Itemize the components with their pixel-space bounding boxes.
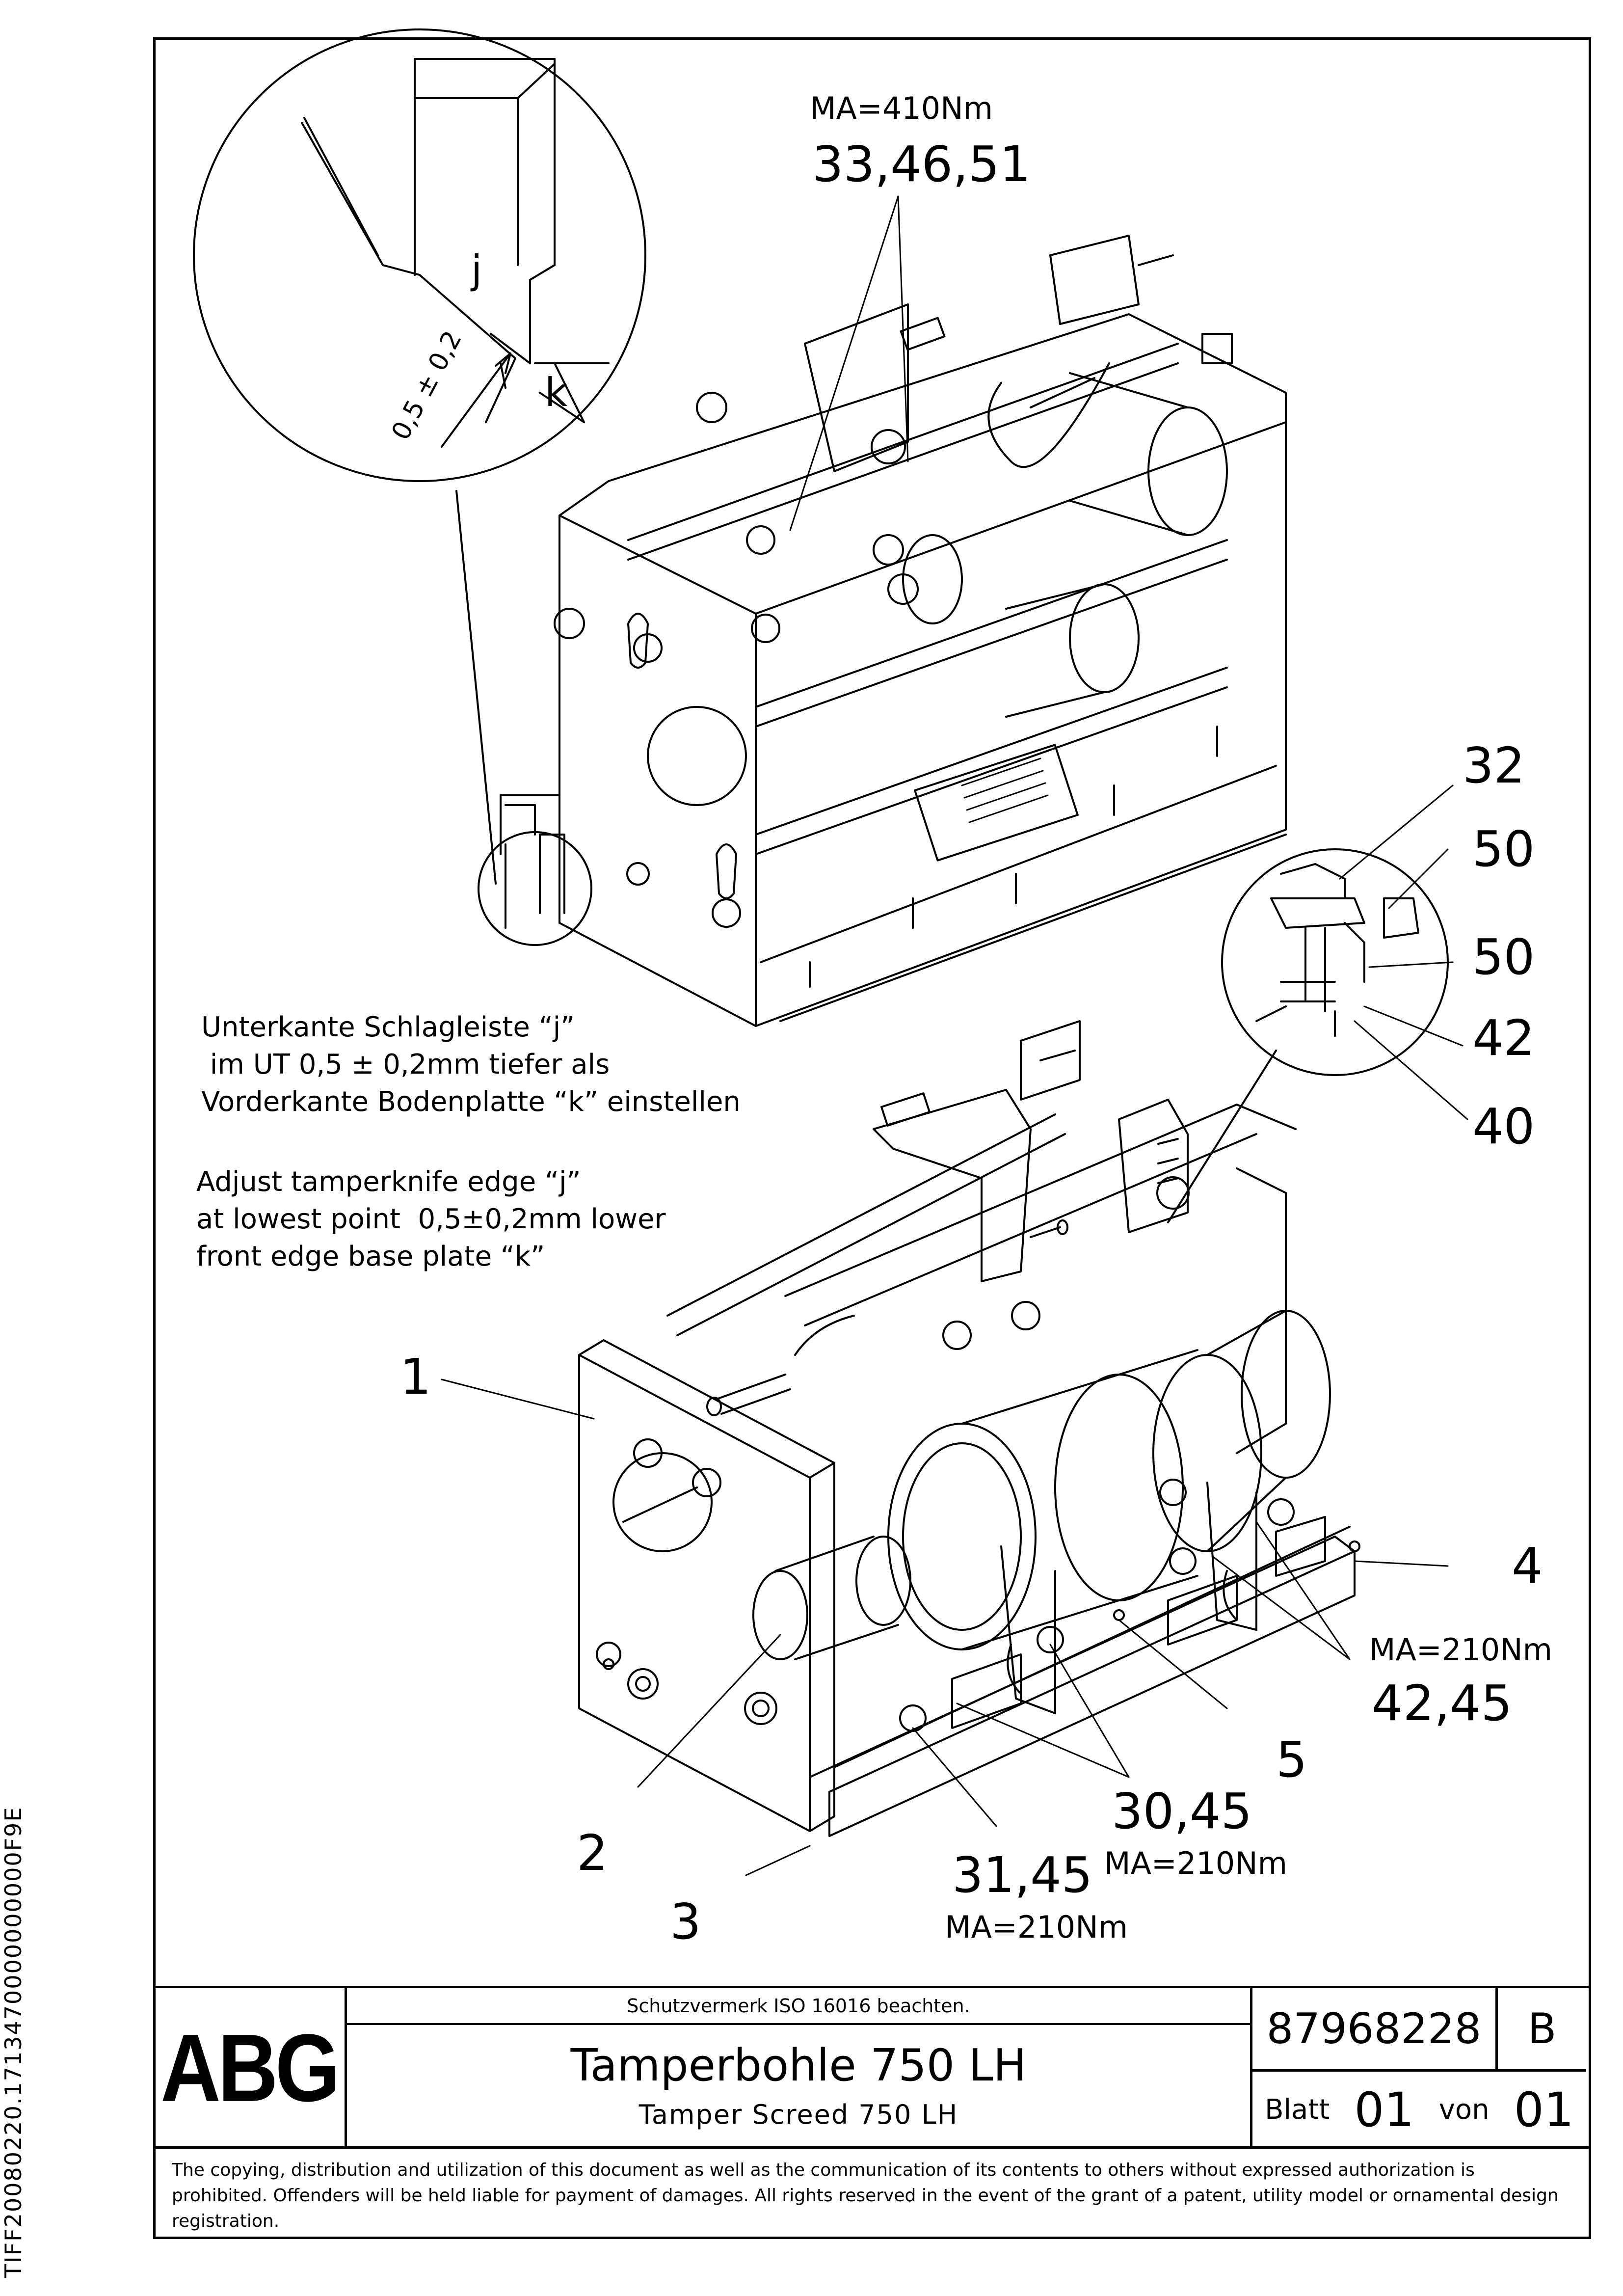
drawing-number: 87968228 xyxy=(1266,2004,1482,2053)
part-number-30-45: 30,45 xyxy=(1112,1783,1252,1840)
part-number-3: 3 xyxy=(670,1893,701,1950)
detail-circle-small xyxy=(478,804,592,946)
sheet-cell: Blatt 01 von 01 xyxy=(1252,2072,1586,2148)
copyright-notice: The copying, distribution and utilizatio… xyxy=(172,2160,1559,2231)
detail-circle-right xyxy=(1167,848,1449,1223)
of-label: von xyxy=(1438,2094,1490,2126)
part-number-4: 4 xyxy=(1512,1537,1543,1594)
revision: B xyxy=(1527,2004,1557,2053)
detail-circle-top-left xyxy=(193,28,646,885)
title-english: Tamper Screed 750 LH xyxy=(639,2099,958,2130)
sheet-value: 01 xyxy=(1354,2082,1414,2137)
part-number-50-upper: 50 xyxy=(1472,820,1535,878)
upper-assembly xyxy=(500,235,1287,1027)
leader-lines xyxy=(441,195,1468,1876)
label-j: j xyxy=(471,247,482,293)
part-number-33-46-51: 33,46,51 xyxy=(812,135,1031,193)
part-number-42: 42 xyxy=(1472,1009,1535,1067)
part-number-1: 1 xyxy=(400,1348,431,1405)
title-cell: Tamperbohle 750 LH Tamper Screed 750 LH xyxy=(347,2025,1252,2148)
logo-cell: ABG xyxy=(153,1988,347,2148)
part-number-50-lower: 50 xyxy=(1472,928,1535,986)
part-number-2: 2 xyxy=(577,1824,608,1882)
label-k: k xyxy=(545,370,568,415)
part-number-40: 40 xyxy=(1472,1098,1535,1155)
copyright-separator xyxy=(153,2146,1591,2149)
protection-note-cell: Schutzvermerk ISO 16016 beachten. xyxy=(347,1988,1252,2025)
torque-label-top: MA=410Nm xyxy=(810,90,993,126)
part-number-32: 32 xyxy=(1463,737,1525,794)
drawing-number-cell: 87968228 xyxy=(1252,1988,1498,2072)
drawing-frame xyxy=(153,37,1591,2239)
note-german: Unterkante Schlagleiste “j” im UT 0,5 ± … xyxy=(201,1011,741,1118)
torque-label-30-45: MA=210Nm xyxy=(1104,1845,1287,1881)
torque-label-right: MA=210Nm xyxy=(1369,1632,1552,1668)
revision-cell: B xyxy=(1498,1988,1586,2072)
part-number-5: 5 xyxy=(1276,1731,1307,1788)
side-file-code: TIFF20080220.1713470000000000F9E xyxy=(0,1806,27,2278)
torque-label-31-45: MA=210Nm xyxy=(945,1909,1128,1945)
title-block: ABG Schutzvermerk ISO 16016 beachten. Ta… xyxy=(153,1986,1591,2148)
of-value: 01 xyxy=(1514,2082,1574,2137)
protection-note: Schutzvermerk ISO 16016 beachten. xyxy=(627,1995,970,2017)
sheet-label: Blatt xyxy=(1265,2094,1330,2126)
part-number-31-45: 31,45 xyxy=(952,1846,1093,1904)
title-german: Tamperbohle 750 LH xyxy=(570,2040,1027,2091)
lower-assembly xyxy=(578,1020,1360,1837)
part-number-42-45: 42,45 xyxy=(1372,1675,1513,1732)
abg-logo: ABG xyxy=(160,2014,340,2122)
note-english: Adjust tamperknife edge “j” at lowest po… xyxy=(196,1166,666,1272)
